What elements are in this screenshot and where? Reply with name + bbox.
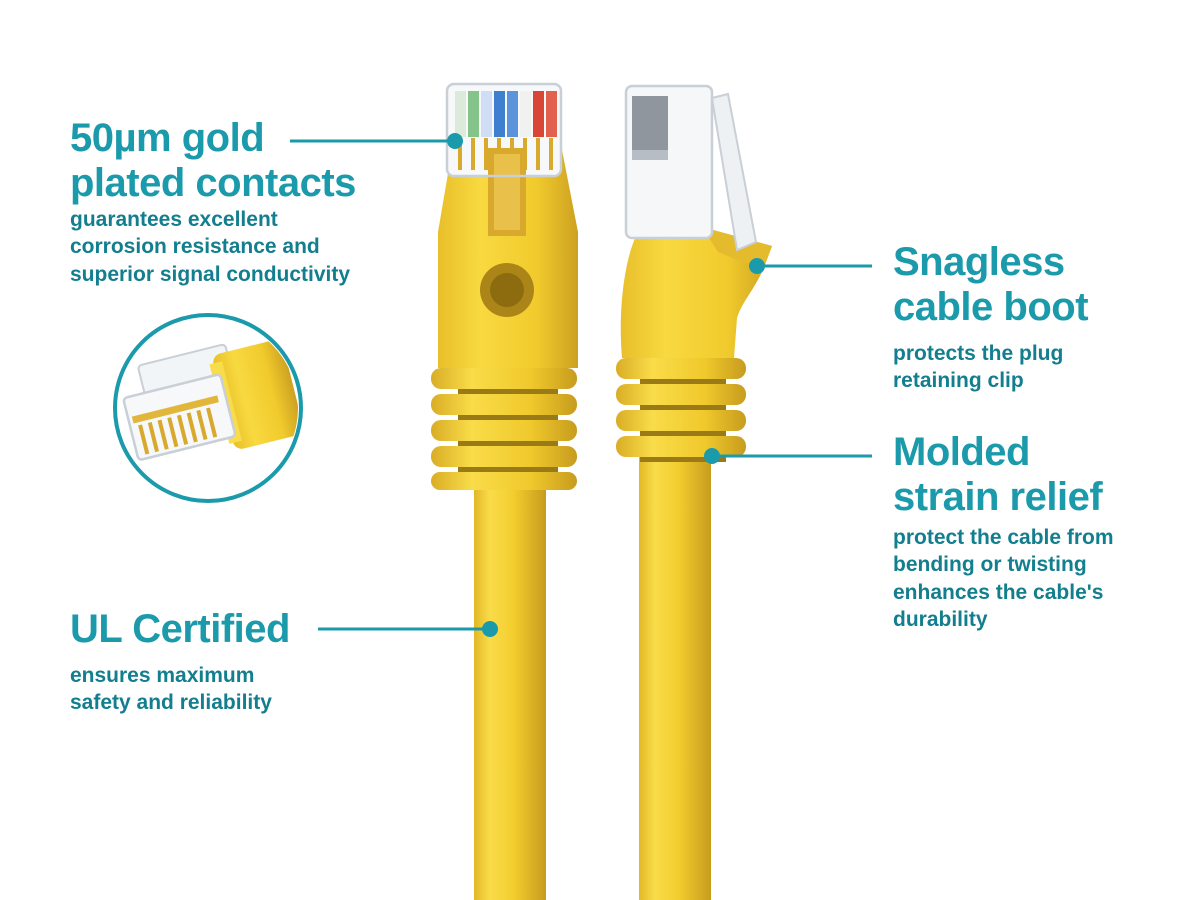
inset-gold-pins <box>138 407 218 455</box>
retaining-clip <box>710 92 758 252</box>
ul-certified-title: UL Certified <box>70 607 290 651</box>
gold-contacts-closeup <box>113 313 303 503</box>
leader-dot-ul-certified <box>482 621 498 637</box>
wire-colors <box>455 91 557 137</box>
plug-pins-side <box>632 96 668 160</box>
ul-certified-body: ensures maximum safety and reliability <box>70 664 272 715</box>
snagless-boot-body: protects the plug retaining clip <box>893 342 1064 393</box>
boot-shadow-inner-front <box>490 273 524 307</box>
gold-contacts-title: 50µm gold plated contacts <box>70 116 356 206</box>
rj45-connector-front-view <box>431 82 578 900</box>
clear-plug-outline-side <box>624 84 714 240</box>
rj45-connector-side-view <box>616 84 772 900</box>
leader-dot-snagless-boot <box>749 258 765 274</box>
inset-gold-band <box>131 395 219 424</box>
snagless-boot <box>620 225 772 358</box>
gold-contacts-body: guarantees excellent corrosion resistanc… <box>70 208 351 286</box>
leader-dots <box>447 133 765 637</box>
strain-relief-title: Molded strain relief <box>893 430 1103 520</box>
strain-relief-body: protect the cable from bending or twisti… <box>893 526 1114 631</box>
strain-relief-ribs-side <box>616 358 746 457</box>
leader-dot-gold-contacts <box>447 133 463 149</box>
gold-latch <box>488 148 526 236</box>
snagless-boot-title: Snagless cable boot <box>893 240 1089 330</box>
cable-front <box>474 478 546 900</box>
strain-relief-ribs-front <box>431 368 577 490</box>
cable-boot-front <box>438 150 578 368</box>
clear-plug-outline-front <box>445 82 563 178</box>
leader-lines <box>290 139 872 631</box>
cable-side <box>639 452 711 900</box>
leader-dot-strain-relief <box>704 448 720 464</box>
